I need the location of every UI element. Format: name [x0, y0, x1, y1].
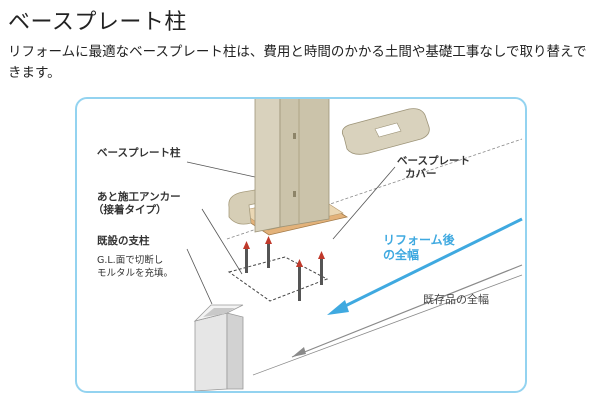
anchor-bolt-3	[296, 259, 303, 301]
reform-width-arrow-head	[327, 300, 349, 315]
diagram-illustration	[186, 99, 523, 391]
diagram-panel: ベースプレート柱 あと施工アンカー （接着タイプ） 既設の支柱 G.L.面で切断…	[75, 97, 527, 393]
post-right-face	[279, 99, 330, 228]
label-cover-line2: カバー	[405, 168, 437, 180]
leader-base-plate-post	[186, 161, 256, 178]
leader-cover	[332, 166, 396, 240]
label-existing-note-line2: モルタルを充填。	[97, 268, 174, 279]
page-description: リフォームに最適なベースプレート柱は、費用と時間のかかる土間や基礎工事なしで取り…	[8, 44, 587, 81]
anchor-bolt-1	[243, 241, 250, 273]
existing-width-arrow-line	[291, 264, 523, 358]
label-cover-line1: ベースプレート	[397, 155, 470, 167]
label-after-width-line2: の全幅	[383, 248, 420, 262]
label-existing-post: 既設の支柱	[97, 235, 150, 247]
existing-width-arrow-head	[292, 347, 306, 357]
label-existing-width: 既存品の全幅	[423, 293, 489, 306]
cover-notch	[374, 122, 402, 138]
label-base-plate-post: ベースプレート柱	[97, 147, 181, 159]
existing-post-side	[226, 312, 244, 390]
existing-post-opening	[203, 308, 235, 317]
label-existing-note-line1: G.L.面で切断し	[97, 255, 164, 266]
leader-existing-post	[186, 248, 213, 305]
post-left-face	[254, 99, 281, 233]
reform-width-arrow-line	[338, 217, 523, 311]
post-hole-2	[293, 191, 296, 197]
anchor-bolt-4	[318, 251, 325, 285]
label-anchor-line2: （接着タイプ）	[93, 204, 167, 216]
ground-line-lower	[252, 274, 523, 376]
post-hole-1	[293, 133, 296, 139]
leader-anchor	[201, 208, 243, 275]
page-title: ベースプレート柱	[8, 10, 187, 35]
anchor-area-dashed	[227, 256, 329, 302]
label-anchor-line1: あと施工アンカー	[97, 191, 181, 203]
label-after-width-line1: リフォーム後	[383, 233, 455, 247]
existing-post-front	[194, 312, 228, 391]
anchor-bolt-2	[265, 236, 272, 268]
